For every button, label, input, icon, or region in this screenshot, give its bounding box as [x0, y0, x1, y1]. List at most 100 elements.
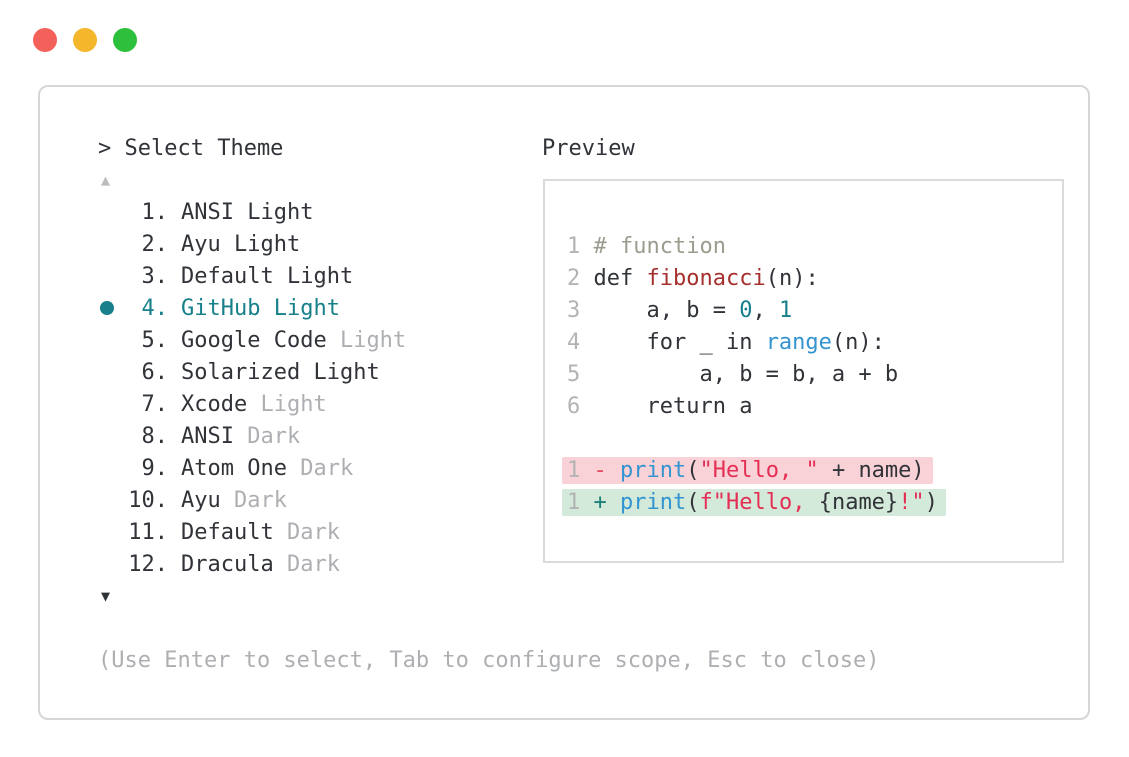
theme-item-variant: Dark: [273, 519, 340, 545]
scroll-up-icon[interactable]: ▲: [101, 171, 111, 189]
code-line-content: 5 a, b = b, a + b: [567, 362, 898, 387]
theme-item-variant: Light: [300, 359, 380, 385]
theme-list: 1. ANSI Light 2. Ayu Light 3. Default Light 4.…: [98, 196, 879, 580]
theme-item-default-light[interactable]: 3. Default Light: [98, 260, 879, 292]
line-number: 2: [567, 265, 594, 291]
code-line-content: 6 return a: [567, 394, 752, 419]
theme-item-github-light[interactable]: 4.GitHub Light: [98, 292, 879, 324]
theme-selector-column: > Select Theme ▲ 1. ANSI Light 2. Ayu Light…: [98, 132, 879, 676]
code-line-normal: 4 for _ in range(n):: [567, 326, 946, 358]
theme-item-variant: Light: [233, 199, 314, 225]
code-preview: 1 # function 2 def fibonacci(n): 3 a, b = …: [562, 230, 946, 518]
spacer-row: [98, 612, 879, 644]
line-number: 1: [567, 489, 594, 515]
theme-item-ansi-dark[interactable]: 8. ANSI Dark: [98, 420, 879, 452]
code-line-removed: 1 - print("Hello, " + name): [562, 454, 946, 486]
code-token-dark: ): [924, 489, 938, 515]
theme-item-name: Atom One: [181, 455, 287, 481]
theme-item-number: 3.: [141, 263, 169, 289]
code-token-call: range: [765, 329, 832, 355]
line-number: 5: [567, 361, 594, 387]
theme-item-solarized-light[interactable]: 6. Solarized Light: [98, 356, 879, 388]
code-line-normal: 5 a, b = b, a + b: [567, 358, 946, 390]
theme-item-ansi-light[interactable]: 1. ANSI Light: [98, 196, 879, 228]
code-token-dark: a, b = b, a + b: [593, 361, 899, 387]
code-token-dark: return a: [593, 393, 753, 419]
theme-item-name: ANSI: [181, 423, 234, 449]
code-token-dark: def: [593, 265, 647, 291]
theme-item-variant: Dark: [273, 551, 340, 577]
line-number: 1: [567, 457, 594, 483]
code-line-content: 1 + print(f"Hello, {name}!"): [562, 488, 946, 516]
zoom-window-icon[interactable]: [113, 28, 137, 52]
theme-item-variant: Dark: [220, 487, 287, 513]
code-token-dark: (n):: [831, 329, 885, 355]
code-line-normal: 2 def fibonacci(n):: [567, 262, 946, 294]
theme-item-name: Ayu: [181, 231, 221, 257]
theme-item-name: Xcode: [181, 391, 248, 417]
theme-item-variant: Light: [273, 263, 354, 289]
keyboard-hint: (Use Enter to select, Tab to configure s…: [98, 647, 880, 673]
theme-selector-panel: > Select Theme ▲ 1. ANSI Light 2. Ayu Light…: [38, 85, 1090, 720]
minimize-window-icon[interactable]: [73, 28, 97, 52]
code-token-string: "Hello, ": [699, 457, 819, 483]
theme-item-number: 6.: [141, 359, 169, 385]
code-line-content: 1 # function: [567, 234, 726, 259]
line-number: 3: [567, 297, 594, 323]
theme-item-number: 7.: [141, 391, 169, 417]
theme-item-default-dark[interactable]: 11.Default Dark: [98, 516, 879, 548]
theme-item-number: 9.: [141, 455, 169, 481]
code-line-normal: 3 a, b = 0, 1: [567, 294, 946, 326]
code-token-string: f"Hello,: [699, 489, 819, 515]
theme-item-number: 11.: [128, 519, 168, 545]
theme-item-number: 4.: [141, 295, 169, 321]
code-token-dark: (: [686, 457, 700, 483]
theme-item-number: 2.: [141, 231, 169, 257]
code-token-dark: ,: [752, 297, 779, 323]
theme-item-atom-one-dark[interactable]: 9. Atom One Dark: [98, 452, 879, 484]
theme-item-google-code-light[interactable]: 5.Google Code Light: [98, 324, 879, 356]
theme-item-name: ANSI: [181, 199, 234, 225]
code-token-diff_plus: +: [593, 489, 620, 515]
line-number: 4: [567, 329, 594, 355]
theme-item-ayu-light[interactable]: 2.Ayu Light: [98, 228, 879, 260]
select-theme-prompt: > Select Theme: [98, 135, 284, 161]
theme-item-variant: Light: [326, 327, 407, 353]
code-line-content: 3 a, b = 0, 1: [567, 298, 792, 323]
code-token-string: !": [898, 489, 925, 515]
close-window-icon[interactable]: [33, 28, 57, 52]
theme-item-number: 1.: [141, 199, 169, 225]
code-token-dark: for _ in: [593, 329, 766, 355]
theme-item-ayu-dark[interactable]: 10.Ayu Dark: [98, 484, 879, 516]
code-line-content: 1 - print("Hello, " + name): [562, 456, 933, 484]
theme-item-variant: Dark: [233, 423, 301, 449]
code-line-content: 4 for _ in range(n):: [567, 330, 885, 355]
code-token-number_literal: 0: [739, 297, 753, 323]
theme-item-name: GitHub: [181, 295, 261, 321]
code-token-call: print: [620, 489, 687, 515]
line-number: 6: [567, 393, 594, 419]
preview-box: 1 # function 2 def fibonacci(n): 3 a, b = …: [543, 179, 1064, 563]
code-token-dark: + name): [818, 457, 925, 483]
code-token-number_literal: 1: [778, 297, 793, 323]
code-line-normal: 1 # function: [567, 230, 946, 262]
selected-bullet-icon: [100, 301, 114, 315]
code-line-normal: 6 return a: [567, 390, 946, 422]
code-token-comment: # function: [593, 233, 726, 259]
theme-item-xcode-light[interactable]: 7. Xcode Light: [98, 388, 879, 420]
theme-item-dracula-dark[interactable]: 12.Dracula Dark: [98, 548, 879, 580]
theme-item-variant: Light: [247, 391, 327, 417]
code-token-dark: a, b =: [593, 297, 740, 323]
code-blank-line: [567, 422, 946, 454]
theme-item-name: Ayu: [181, 487, 221, 513]
scroll-down-icon[interactable]: ▼: [101, 587, 111, 605]
theme-item-number: 8.: [141, 423, 169, 449]
theme-item-name: Google Code: [181, 327, 327, 353]
theme-item-name: Solarized: [181, 359, 301, 385]
theme-item-variant: Dark: [286, 455, 354, 481]
code-token-diff_minus: -: [593, 457, 620, 483]
code-line-content: 2 def fibonacci(n):: [567, 266, 819, 291]
theme-item-name: Default: [181, 263, 274, 289]
code-line-added: 1 + print(f"Hello, {name}!"): [562, 486, 946, 518]
